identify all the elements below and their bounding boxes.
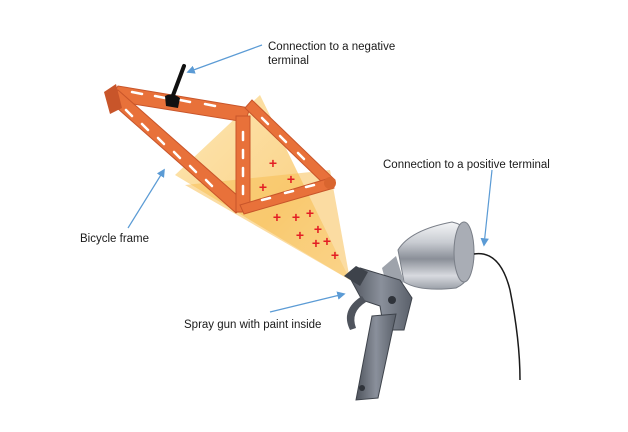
arrow-bicycle-frame	[127, 168, 165, 229]
plus-charge-icon: +	[306, 205, 314, 221]
callout-arrows	[127, 44, 493, 313]
plus-charge-icon: +	[269, 155, 277, 171]
spray-gun-icon	[344, 221, 475, 401]
charge-markers: + + + + + + + + + + +	[259, 155, 339, 263]
label-negative-terminal: Connection to a negative terminal	[268, 40, 395, 68]
plus-charge-icon: +	[273, 209, 281, 225]
plus-charge-icon: +	[331, 247, 339, 263]
label-negative-terminal-line2: terminal	[268, 55, 309, 67]
label-spray-gun: Spray gun with paint inside	[184, 319, 322, 331]
arrow-positive-terminal	[480, 169, 493, 247]
bicycle-frame-icon	[104, 84, 336, 215]
plus-charge-icon: +	[259, 179, 267, 195]
label-positive-terminal: Connection to a positive terminal	[383, 159, 550, 171]
plus-charge-icon: +	[312, 235, 320, 251]
label-negative-terminal-line1: Connection to a negative	[268, 41, 396, 53]
arrow-spray-gun	[269, 291, 346, 313]
negative-terminal-clip	[165, 64, 186, 108]
arrow-negative-terminal	[186, 44, 263, 74]
plus-charge-icon: +	[314, 221, 322, 237]
label-bicycle-frame: Bicycle frame	[80, 233, 150, 245]
wire-icon	[473, 252, 521, 381]
plus-charge-icon: +	[323, 233, 331, 249]
plus-charge-icon: +	[287, 171, 295, 187]
plus-charge-icon: +	[292, 209, 300, 225]
plus-charge-icon: +	[296, 227, 304, 243]
